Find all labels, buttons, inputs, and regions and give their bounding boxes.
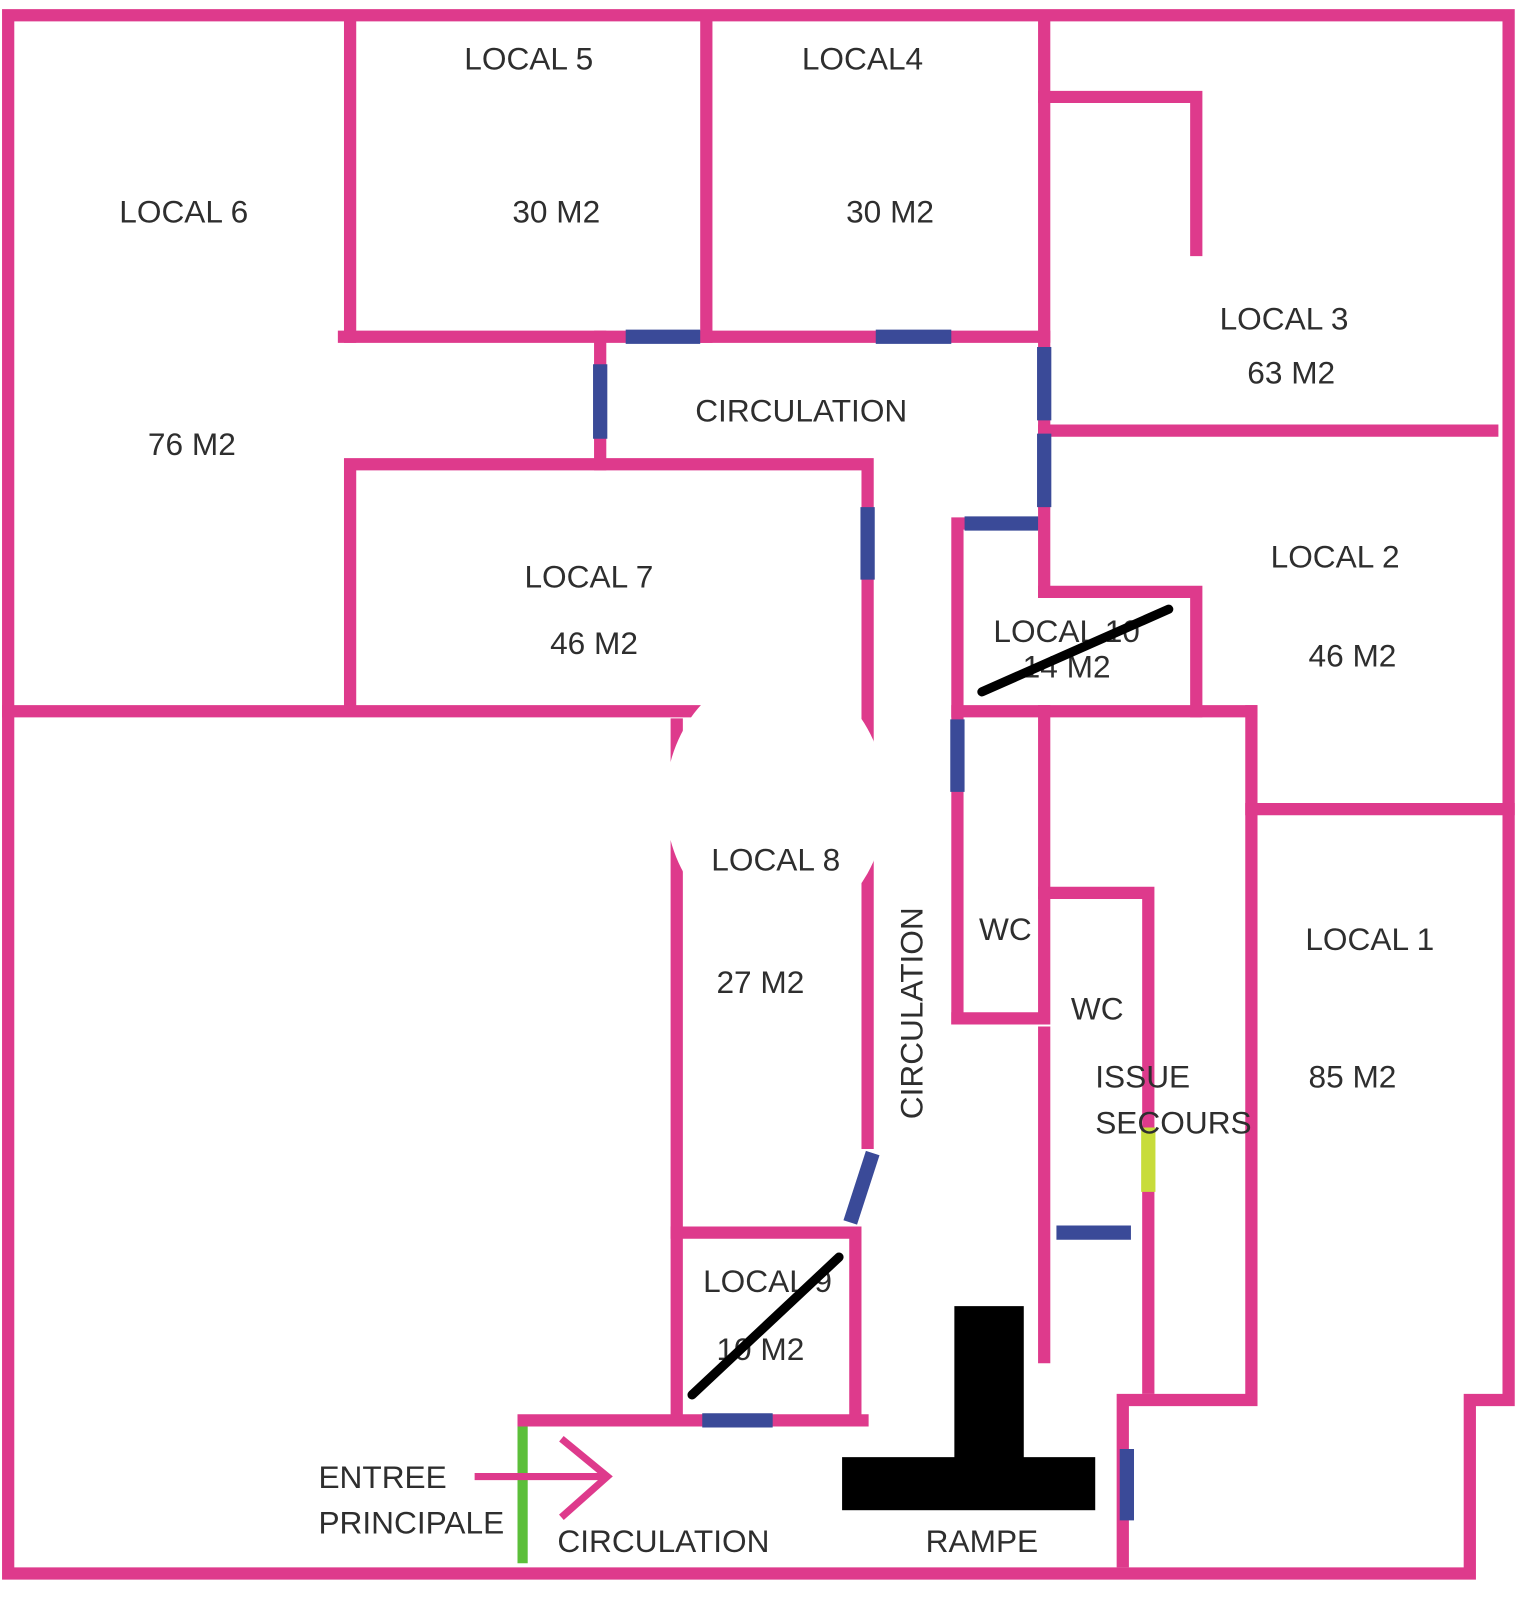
entrance-arrow-icon: [474, 1436, 613, 1521]
wc1-label: WC: [979, 911, 1032, 947]
local6-name: LOCAL 6: [119, 193, 248, 229]
ramp-shape: [842, 1306, 1096, 1511]
local8-area: 27 M2: [716, 964, 804, 1000]
rampe-label: RAMPE: [926, 1523, 1038, 1559]
outer-wall: [2, 9, 1515, 1580]
local5-name: LOCAL 5: [464, 40, 593, 76]
local8-name: LOCAL 8: [711, 841, 840, 877]
local4-name: LOCAL4: [802, 40, 923, 76]
local2-area: 46 M2: [1308, 637, 1396, 673]
local1-name: LOCAL 1: [1305, 921, 1434, 957]
local5-area: 30 M2: [512, 193, 600, 229]
local10-strike-line: [977, 604, 1174, 697]
local7-name: LOCAL 7: [524, 559, 653, 595]
circulation-vertical-label: CIRCULATION: [894, 907, 930, 1119]
local2-name: LOCAL 2: [1271, 538, 1400, 574]
local3-name: LOCAL 3: [1220, 301, 1349, 337]
issue-label: ISSUE: [1095, 1059, 1190, 1095]
doors: [517, 329, 1156, 1564]
local3-area: 63 M2: [1247, 355, 1335, 391]
wall: [1038, 585, 1203, 718]
local4-area: 30 M2: [846, 193, 934, 229]
local6-area: 76 M2: [148, 426, 236, 462]
wall: [1038, 886, 1155, 1394]
wall: [951, 705, 1051, 1025]
circulation-bottom-label: CIRCULATION: [557, 1523, 769, 1559]
wc2-label: WC: [1071, 990, 1124, 1026]
local7-area: 46 M2: [550, 625, 638, 661]
local9-strike-line: [687, 1252, 844, 1400]
local1-area: 85 M2: [1308, 1059, 1396, 1095]
wall: [1038, 90, 1203, 257]
circulation-top-label: CIRCULATION: [695, 392, 907, 428]
principale-label: PRINCIPALE: [318, 1505, 504, 1541]
door: [843, 1150, 880, 1225]
wall: [670, 1226, 862, 1427]
secours-label: SECOURS: [1095, 1105, 1251, 1141]
erased-area: [665, 670, 886, 932]
entree-label: ENTREE: [318, 1459, 446, 1495]
